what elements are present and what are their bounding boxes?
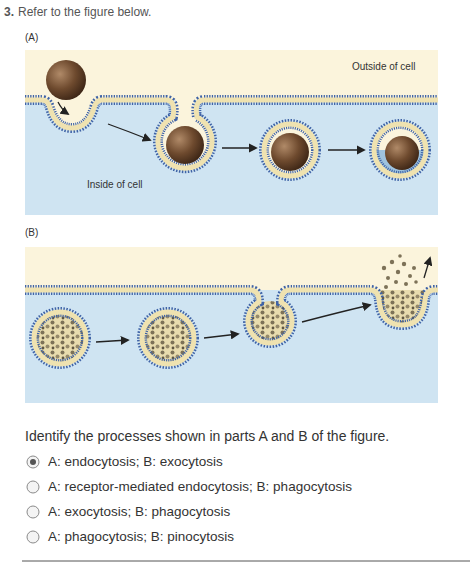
- answer-option: A: exocytosis; B: phagocytosis: [48, 504, 230, 520]
- region-label: Outside of cell: [352, 61, 415, 73]
- region-label: Inside of cell: [87, 179, 143, 191]
- question-text: Identify the processes shown in parts A …: [25, 428, 389, 445]
- process-arrows: [96, 258, 430, 342]
- panel-label: (A): [25, 32, 38, 44]
- radio-buttons: [27, 456, 39, 543]
- question-prompt: Refer to the figure below.: [18, 5, 151, 19]
- particle: [385, 136, 419, 170]
- cell-membrane: [25, 290, 438, 364]
- separator-line: [22, 561, 470, 562]
- particle: [166, 126, 204, 164]
- released-particles: [382, 254, 418, 289]
- answer-option: A: phagocytosis; B: pinocytosis: [48, 529, 234, 545]
- question-number: 3.: [4, 5, 14, 19]
- panel-a: [25, 50, 438, 215]
- process-arrows: [58, 102, 364, 150]
- particle: [46, 60, 86, 100]
- answer-option: A: receptor-mediated endocytosis; B: pha…: [48, 479, 352, 495]
- cell-membrane: [25, 100, 438, 176]
- panel-b: [25, 247, 438, 403]
- answer-option: A: endocytosis; B: exocytosis: [48, 454, 223, 470]
- panel-label: (B): [25, 227, 38, 239]
- particle: [271, 133, 309, 171]
